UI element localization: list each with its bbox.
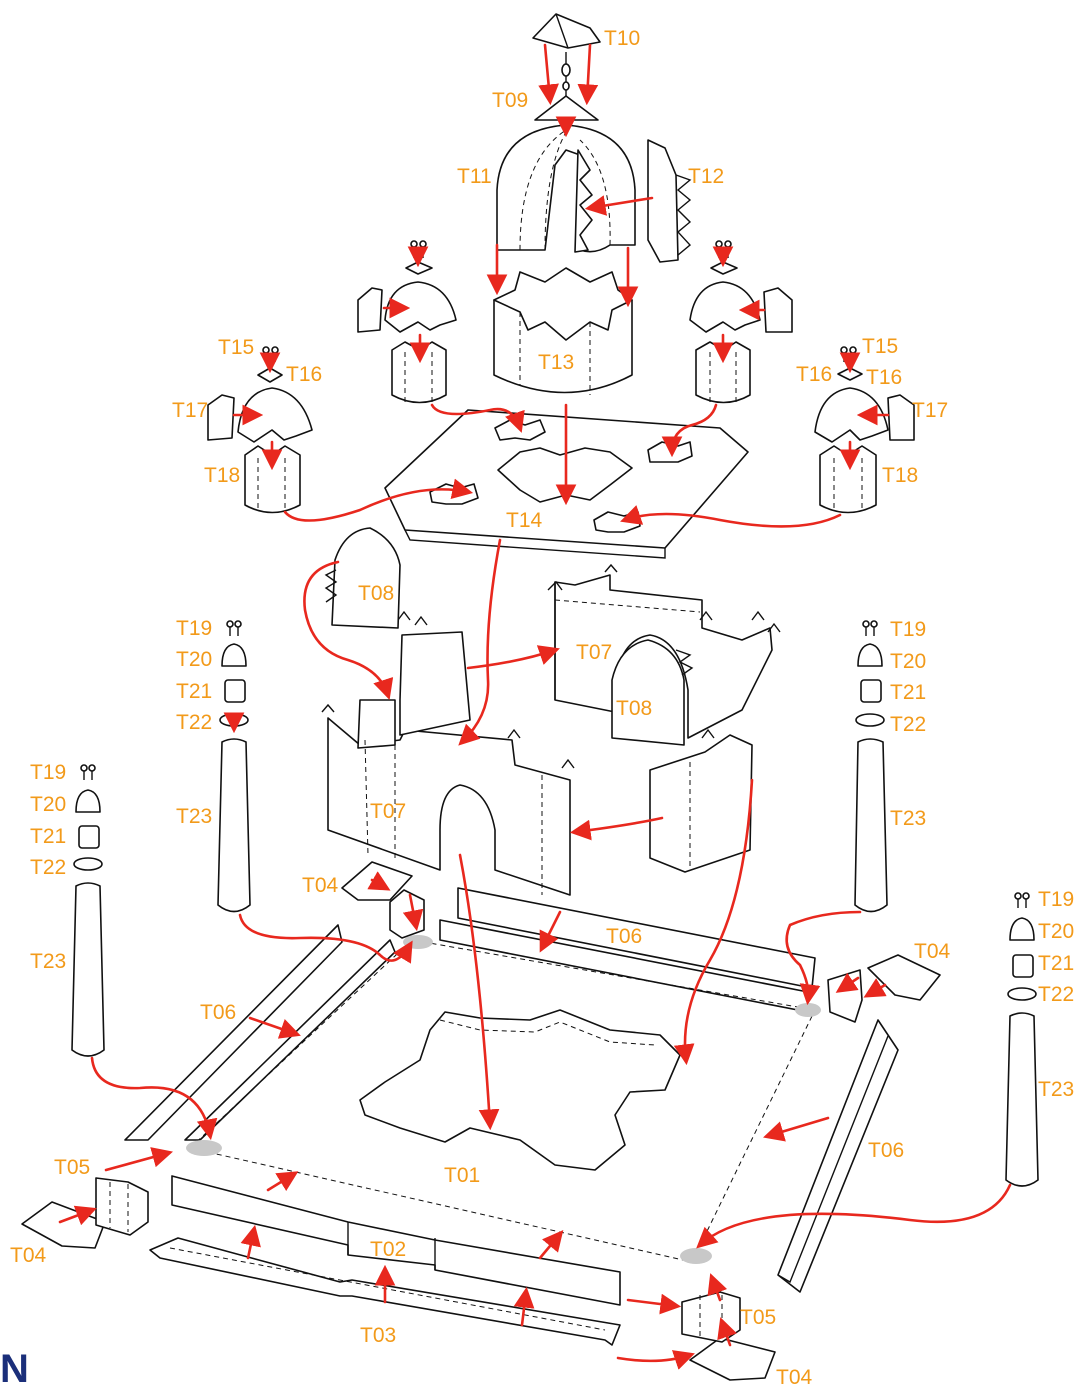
glue-spot — [795, 1003, 821, 1017]
label-t02: T02 — [370, 1238, 406, 1261]
wall-front-t07 — [321, 610, 753, 896]
side-wall-t06-right — [777, 1019, 899, 1293]
corner-tab-t04-d — [689, 1337, 776, 1381]
label-t08-right: T08 — [616, 697, 652, 720]
label-t11: T11 — [457, 165, 492, 188]
label-t22-b: T22 — [30, 856, 66, 879]
label-t04-a: T04 — [302, 874, 339, 897]
label-t04-c: T04 — [10, 1244, 47, 1267]
label-t10: T10 — [604, 27, 640, 50]
label-t21-a: T21 — [176, 680, 212, 703]
label-t19-b: T19 — [30, 761, 66, 784]
front-step-t02 — [171, 1175, 621, 1306]
side-wall-t06-left — [124, 924, 396, 1141]
label-t13: T13 — [538, 351, 574, 374]
label-t19-a: T19 — [176, 617, 212, 640]
label-t01: T01 — [444, 1164, 480, 1187]
base-floor-t01 — [188, 939, 816, 1263]
label-t16-right-a: T16 — [796, 363, 832, 386]
corner-tab-t04-b — [827, 954, 941, 1023]
arch-panel-t08-right — [611, 639, 694, 746]
minaret-right-upper — [854, 620, 888, 913]
label-t14: T14 — [506, 509, 543, 532]
corner-tab-t04-c — [21, 1201, 106, 1249]
label-t22-a: T22 — [176, 711, 212, 734]
label-t15-left: T15 — [218, 336, 254, 359]
label-t16-left: T16 — [286, 363, 322, 386]
assembly-arrows — [58, 43, 1012, 1370]
dome-segment-t12 — [647, 139, 692, 263]
label-t05-a: T05 — [54, 1156, 90, 1179]
label-t07-back: T07 — [576, 641, 612, 664]
label-t15-right: T15 — [862, 335, 898, 358]
small-dome-group-left-upper — [357, 240, 457, 404]
glue-spot — [680, 1248, 712, 1264]
label-t06-a: T06 — [606, 925, 642, 948]
finial-cap-t10 — [532, 13, 601, 49]
label-t22-d: T22 — [1038, 983, 1074, 1006]
label-t18-right: T18 — [882, 464, 918, 487]
minaret-right-lower — [1005, 892, 1039, 1187]
label-t21-d: T21 — [1038, 952, 1074, 975]
side-wall-t06-top — [439, 887, 816, 1013]
small-dome-group-right-lower — [814, 346, 915, 514]
label-t16-right-b: T16 — [866, 366, 902, 389]
label-t21-b: T21 — [30, 825, 66, 848]
corner-cylinder-t05-a — [95, 1177, 149, 1236]
label-t23-d: T23 — [1038, 1078, 1074, 1101]
label-t23-c: T23 — [890, 807, 926, 830]
label-t22-c: T22 — [890, 713, 926, 736]
label-t05-b: T05 — [740, 1306, 776, 1329]
label-t09: T09 — [492, 89, 528, 112]
label-t06-c: T06 — [868, 1139, 904, 1162]
label-t12: T12 — [688, 165, 724, 188]
label-t20-c: T20 — [890, 650, 926, 673]
arch-panel-t08-left — [324, 527, 401, 629]
drum-t13 — [493, 267, 633, 395]
label-t06-b: T06 — [200, 1001, 236, 1024]
label-t18-left: T18 — [204, 464, 240, 487]
label-t07-front: T07 — [370, 800, 406, 823]
main-dome-t11 — [496, 124, 636, 253]
small-dome-group-right-upper — [689, 240, 793, 404]
label-t19-c: T19 — [890, 618, 926, 641]
label-t17-left: T17 — [172, 399, 208, 422]
label-t20-d: T20 — [1038, 920, 1074, 943]
part-labels: T10 T09 T11 T12 T13 T14 T15 T16 T17 T18 … — [10, 27, 1074, 1389]
label-t20-a: T20 — [176, 648, 212, 671]
corner-cylinder-t05-b — [681, 1291, 741, 1343]
label-t17-right: T17 — [912, 399, 948, 422]
minaret-left-lower — [71, 764, 105, 1057]
label-t03: T03 — [360, 1324, 396, 1347]
label-t23-b: T23 — [30, 950, 66, 973]
label-t04-d: T04 — [776, 1366, 813, 1389]
label-t21-c: T21 — [890, 681, 926, 704]
label-t19-d: T19 — [1038, 888, 1074, 911]
publisher-logo: N — [0, 1347, 29, 1391]
label-t08-left: T08 — [358, 582, 394, 605]
label-t04-b: T04 — [914, 940, 951, 963]
minaret-left-upper — [217, 620, 251, 913]
label-t23-a: T23 — [176, 805, 212, 828]
glue-spot — [186, 1140, 222, 1156]
label-t20-b: T20 — [30, 793, 66, 816]
